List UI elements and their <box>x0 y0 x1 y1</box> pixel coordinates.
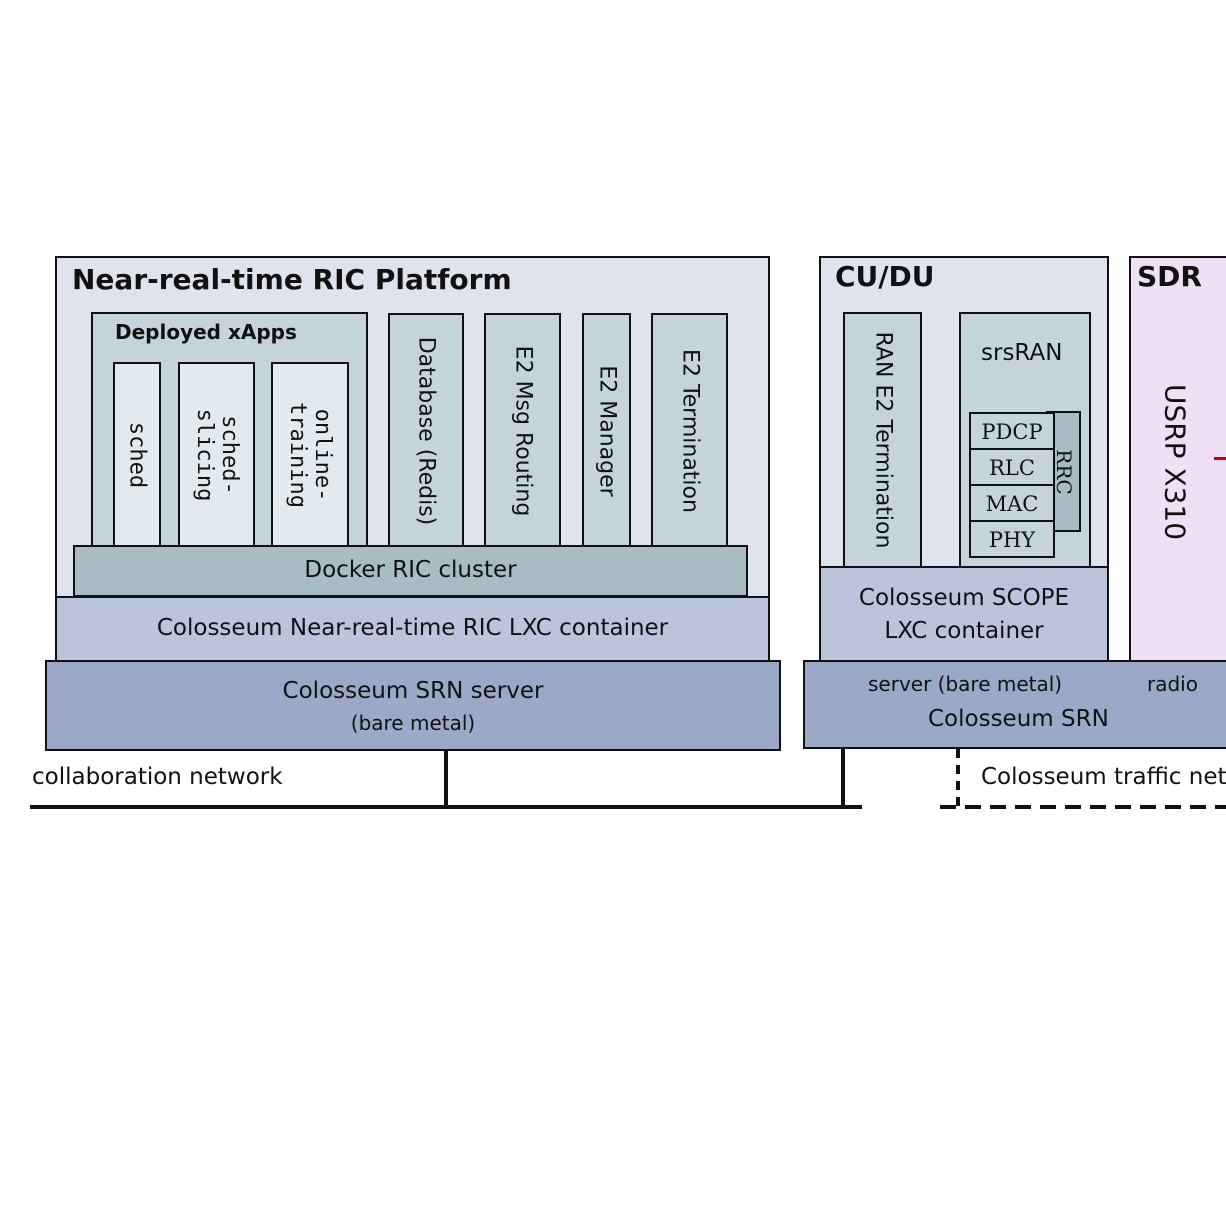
xapp-sched-slicing-label: sched- slicing <box>191 408 242 502</box>
ran-e2-termination: RAN E2 Termination <box>843 312 922 568</box>
srn-server-label: server (bare metal) <box>868 672 1063 696</box>
xapp-sched-label: sched <box>124 421 150 489</box>
ric-component-e2-msg-routing: E2 Msg Routing <box>484 313 561 548</box>
srn-server-left-line2: (bare metal) <box>350 711 476 735</box>
srsran-title: srsRAN <box>981 340 1063 366</box>
docker-ric-cluster: Docker RIC cluster <box>73 545 748 597</box>
ric-component-database-label: Database (Redis) <box>413 336 439 525</box>
rrc-layer-label: RRC <box>1051 448 1076 495</box>
phy-layer-label: PHY <box>988 528 1036 552</box>
ric-component-database: Database (Redis) <box>388 313 464 548</box>
srn-right: server (bare metal) radio Colosseum SRN <box>803 660 1226 749</box>
xapp-sched-slicing: sched- slicing <box>178 362 255 548</box>
collaboration-network-line <box>30 805 862 809</box>
mac-layer-label: MAC <box>985 492 1039 516</box>
pdcp-layer: PDCP <box>969 412 1055 450</box>
srn-server-left: Colosseum SRN server (bare metal) <box>45 660 781 751</box>
ric-component-e2-manager-label: E2 Manager <box>594 364 619 497</box>
ric-component-e2-manager: E2 Manager <box>582 313 631 548</box>
srn-radio-label: radio <box>1147 672 1198 696</box>
rf-link-line <box>1214 457 1226 460</box>
xapp-sched: sched <box>113 362 161 548</box>
scope-lxc-line1: Colosseum SCOPE <box>858 585 1070 611</box>
scope-lxc-container: Colosseum SCOPE LXC container <box>819 566 1109 662</box>
xapp-online-training-label: online- training <box>285 402 335 508</box>
pdcp-layer-label: PDCP <box>981 420 1043 444</box>
sdr-panel: SDR USRP X310 <box>1129 256 1226 662</box>
docker-ric-cluster-label: Docker RIC cluster <box>304 557 517 583</box>
srn-server-left-line1: Colosseum SRN server <box>282 678 544 704</box>
xapp-online-training: online- training <box>271 362 349 548</box>
ran-e2-termination-label: RAN E2 Termination <box>870 331 895 549</box>
traffic-network-lines <box>940 749 1226 809</box>
phy-layer: PHY <box>969 520 1055 558</box>
ric-platform-title: Near-real-time RIC Platform <box>72 263 512 296</box>
ric-lxc-container: Colosseum Near-real-time RIC LXC contain… <box>55 596 770 662</box>
collaboration-network-label: collaboration network <box>32 764 283 790</box>
rlc-layer: RLC <box>969 448 1055 486</box>
ric-component-e2-termination: E2 Termination <box>651 313 728 548</box>
sdr-title: SDR <box>1137 260 1202 293</box>
ric-network-drop <box>444 751 448 807</box>
usrp-device-label: USRP X310 <box>1158 383 1192 541</box>
ric-lxc-container-label: Colosseum Near-real-time RIC LXC contain… <box>156 615 669 641</box>
deployed-xapps-title: Deployed xApps <box>115 320 297 344</box>
mac-layer: MAC <box>969 484 1055 522</box>
scope-lxc-line2: LXC container <box>884 618 1044 644</box>
ric-component-e2-msg-routing-label: E2 Msg Routing <box>510 345 535 516</box>
srn-network-drop <box>841 749 845 807</box>
traffic-network-label: Colosseum traffic network <box>981 764 1226 790</box>
cudu-title: CU/DU <box>835 260 935 293</box>
srn-title: Colosseum SRN <box>928 706 1109 732</box>
ric-component-e2-termination-label: E2 Termination <box>677 348 702 513</box>
rlc-layer-label: RLC <box>989 456 1035 480</box>
